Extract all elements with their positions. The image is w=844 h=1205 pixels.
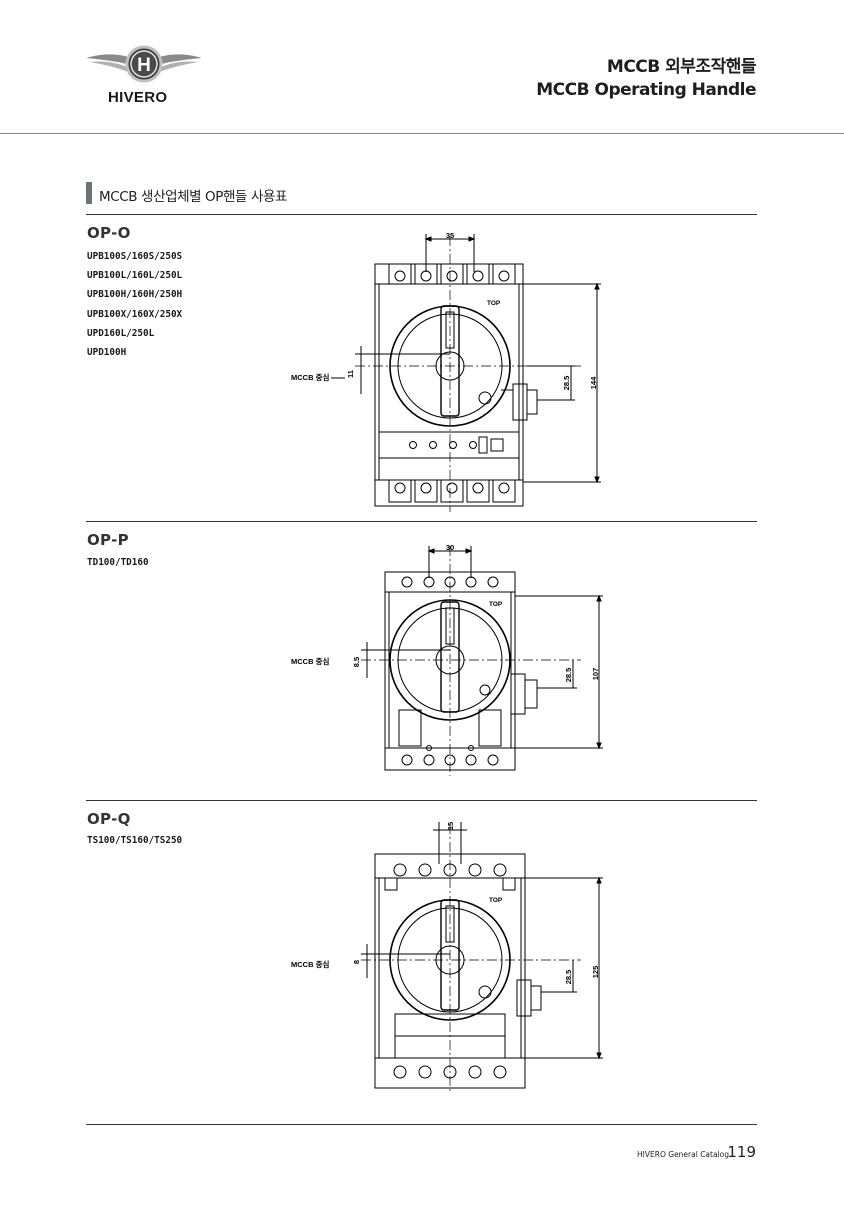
- top-mark-op-o: TOP: [487, 300, 501, 307]
- logo-letter: H: [137, 55, 151, 76]
- hivero-logo: H: [86, 45, 202, 83]
- dim-height-op-q: 125: [591, 966, 600, 979]
- center-label-op-q: MCCB 중심: [291, 959, 329, 969]
- dim-offset-op-p: 8.5: [352, 657, 361, 667]
- dim-side-op-q: 28.5: [564, 970, 573, 985]
- center-label-op-p: MCCB 중심: [291, 656, 329, 666]
- type-item: UPB100X/160X/250X: [87, 308, 183, 320]
- model-op-q: OP-Q: [87, 810, 131, 828]
- types-op-o: UPB100S/160S/250S UPB100L/160L/250L UPB1…: [87, 247, 182, 362]
- page-title-ko: MCCB 외부조작핸들: [606, 57, 757, 77]
- top-mark-op-q: TOP: [489, 897, 503, 904]
- footer-catalog: HIVERO General Catalog: [637, 1150, 729, 1159]
- type-item: TS100/TS160/TS250: [87, 835, 183, 846]
- dim-height-op-p: 107: [591, 668, 600, 681]
- type-item: UPD100H: [87, 347, 127, 359]
- drawing-op-p: 30 8.5 28.5 107 MCCB 중심 TOP: [291, 543, 603, 776]
- drawing-op-q: 15 8 28.5 125 MCCB 중심 TOP: [291, 822, 603, 1092]
- types-op-q: TS100/TS160/TS250: [87, 831, 182, 850]
- dim-top-op-q: 15: [446, 822, 455, 830]
- header-divider: [0, 133, 844, 134]
- dim-side-op-o: 28.5: [562, 376, 571, 391]
- dim-height-op-o: 144: [589, 376, 598, 389]
- type-item: UPB100H/160H/250H: [87, 289, 183, 301]
- section-title: MCCB 생산업체별 OP핸들 사용표: [99, 189, 288, 205]
- section-divider: [86, 214, 757, 215]
- model-op-o: OP-O: [87, 224, 131, 242]
- section-marker: [86, 182, 92, 204]
- types-op-p: TD100/TD160: [87, 553, 149, 572]
- dim-side-op-p: 28.5: [564, 668, 573, 683]
- model-op-p: OP-P: [87, 531, 129, 549]
- divider-2: [86, 800, 757, 801]
- page-title-en: MCCB Operating Handle: [536, 80, 756, 100]
- dim-offset-op-q: 8: [352, 960, 361, 964]
- top-mark-op-p: TOP: [489, 601, 503, 608]
- drawing-op-o: 35 11 28.5 144 MCCB 중심 TOP: [291, 231, 601, 512]
- type-item: UPB100S/160S/250S: [87, 251, 183, 262]
- page-number: 119: [727, 1143, 756, 1161]
- dim-top-op-o: 35: [446, 231, 454, 240]
- divider-1: [86, 521, 757, 522]
- type-item: TD100/TD160: [87, 557, 149, 568]
- dim-offset-op-o: 11: [346, 370, 355, 378]
- type-item: UPB100L/160L/250L: [87, 270, 183, 282]
- dim-top-op-p: 30: [446, 543, 454, 552]
- type-item: UPD160L/250L: [87, 327, 155, 339]
- footer-divider: [86, 1124, 757, 1125]
- center-label-op-o: MCCB 중심: [291, 372, 329, 382]
- brand-name: HIVERO: [108, 89, 168, 106]
